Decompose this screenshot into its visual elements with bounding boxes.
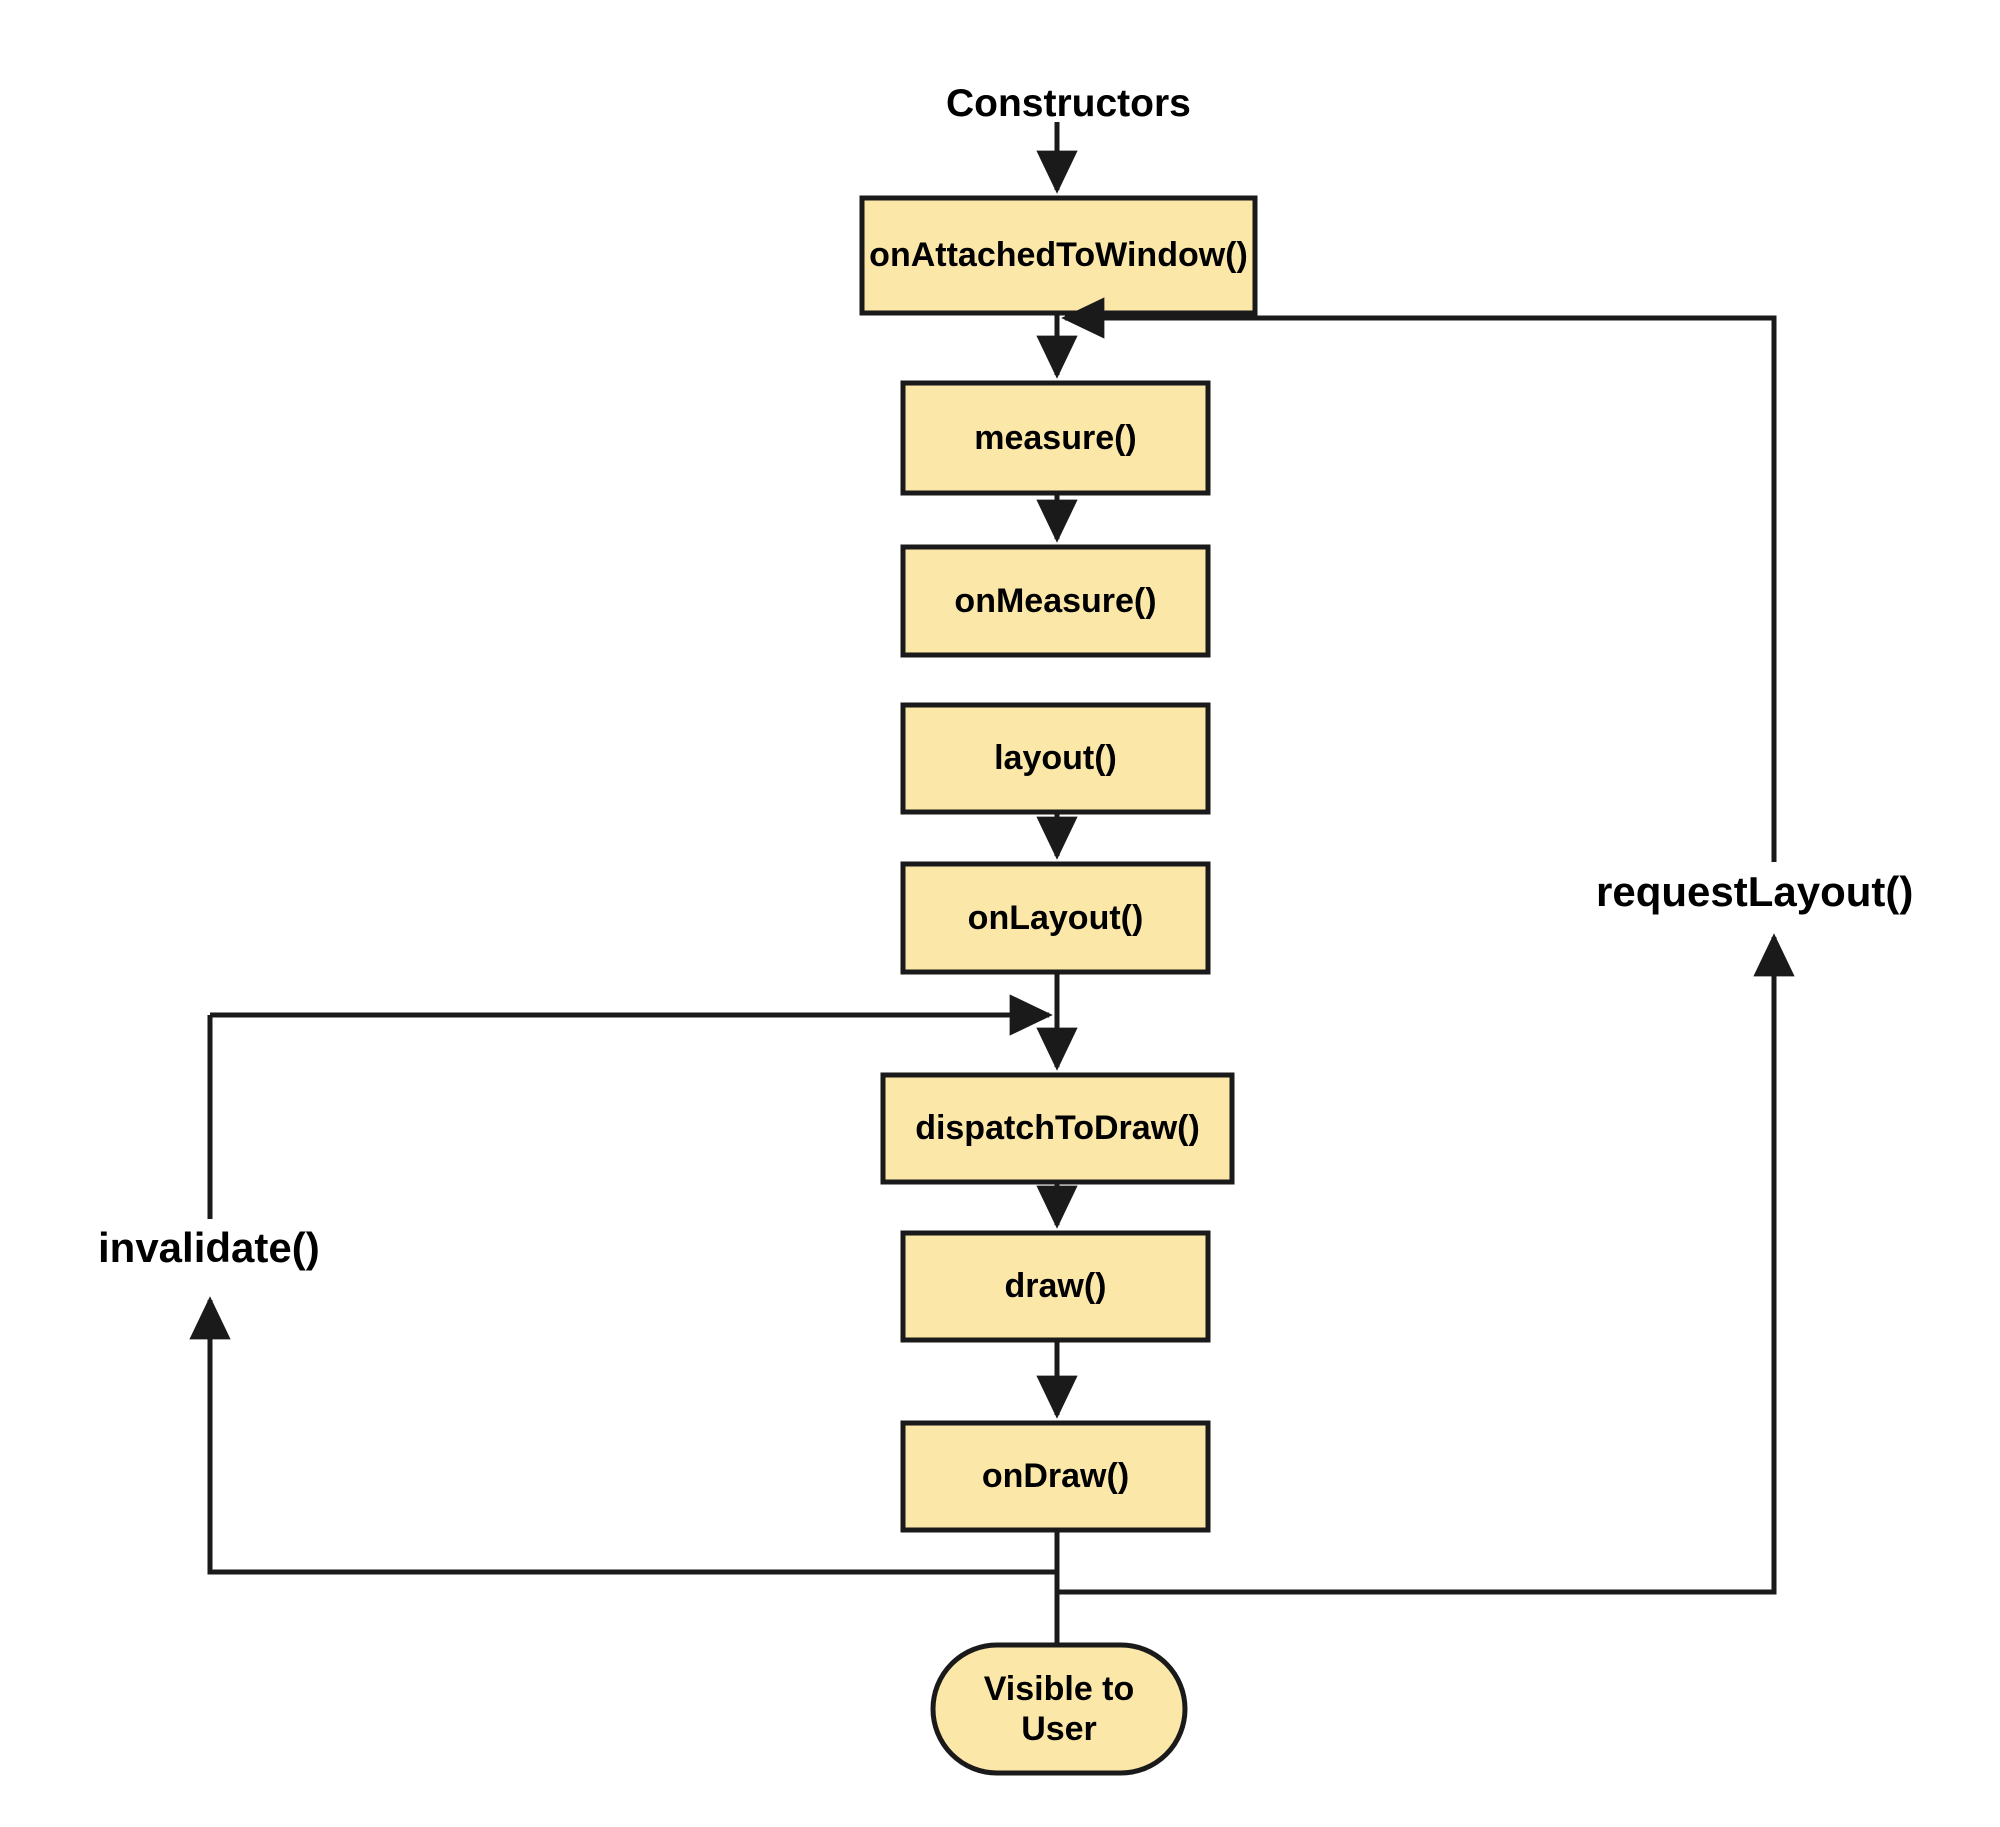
node-shape-onAttachedToWindow[interactable] xyxy=(859,195,1258,316)
node-shape-visibleToUser[interactable] xyxy=(930,1642,1188,1776)
edge-label-invalidate: invalidate() xyxy=(98,1224,320,1271)
edges xyxy=(189,122,1795,1645)
node-shapes xyxy=(859,195,1258,1776)
node-shape-draw[interactable] xyxy=(900,1230,1211,1343)
node-shape-onMeasure[interactable] xyxy=(900,544,1211,658)
edge-requestlayout-loop-riser xyxy=(1061,297,1777,862)
edge-invalidate-loop xyxy=(189,1296,1057,1575)
node-shape-measure[interactable] xyxy=(900,380,1211,496)
node-shape-onLayout[interactable] xyxy=(900,861,1211,975)
node-shape-dispatchToDraw[interactable] xyxy=(880,1072,1235,1185)
edge-requestlayout-loop xyxy=(1057,933,1795,1595)
node-shape-onDraw[interactable] xyxy=(900,1420,1211,1533)
node-shape-layout[interactable] xyxy=(900,702,1211,815)
edge-label-requestLayout: requestLayout() xyxy=(1596,868,1914,915)
entry-label-constructors: Constructors xyxy=(946,82,1191,125)
